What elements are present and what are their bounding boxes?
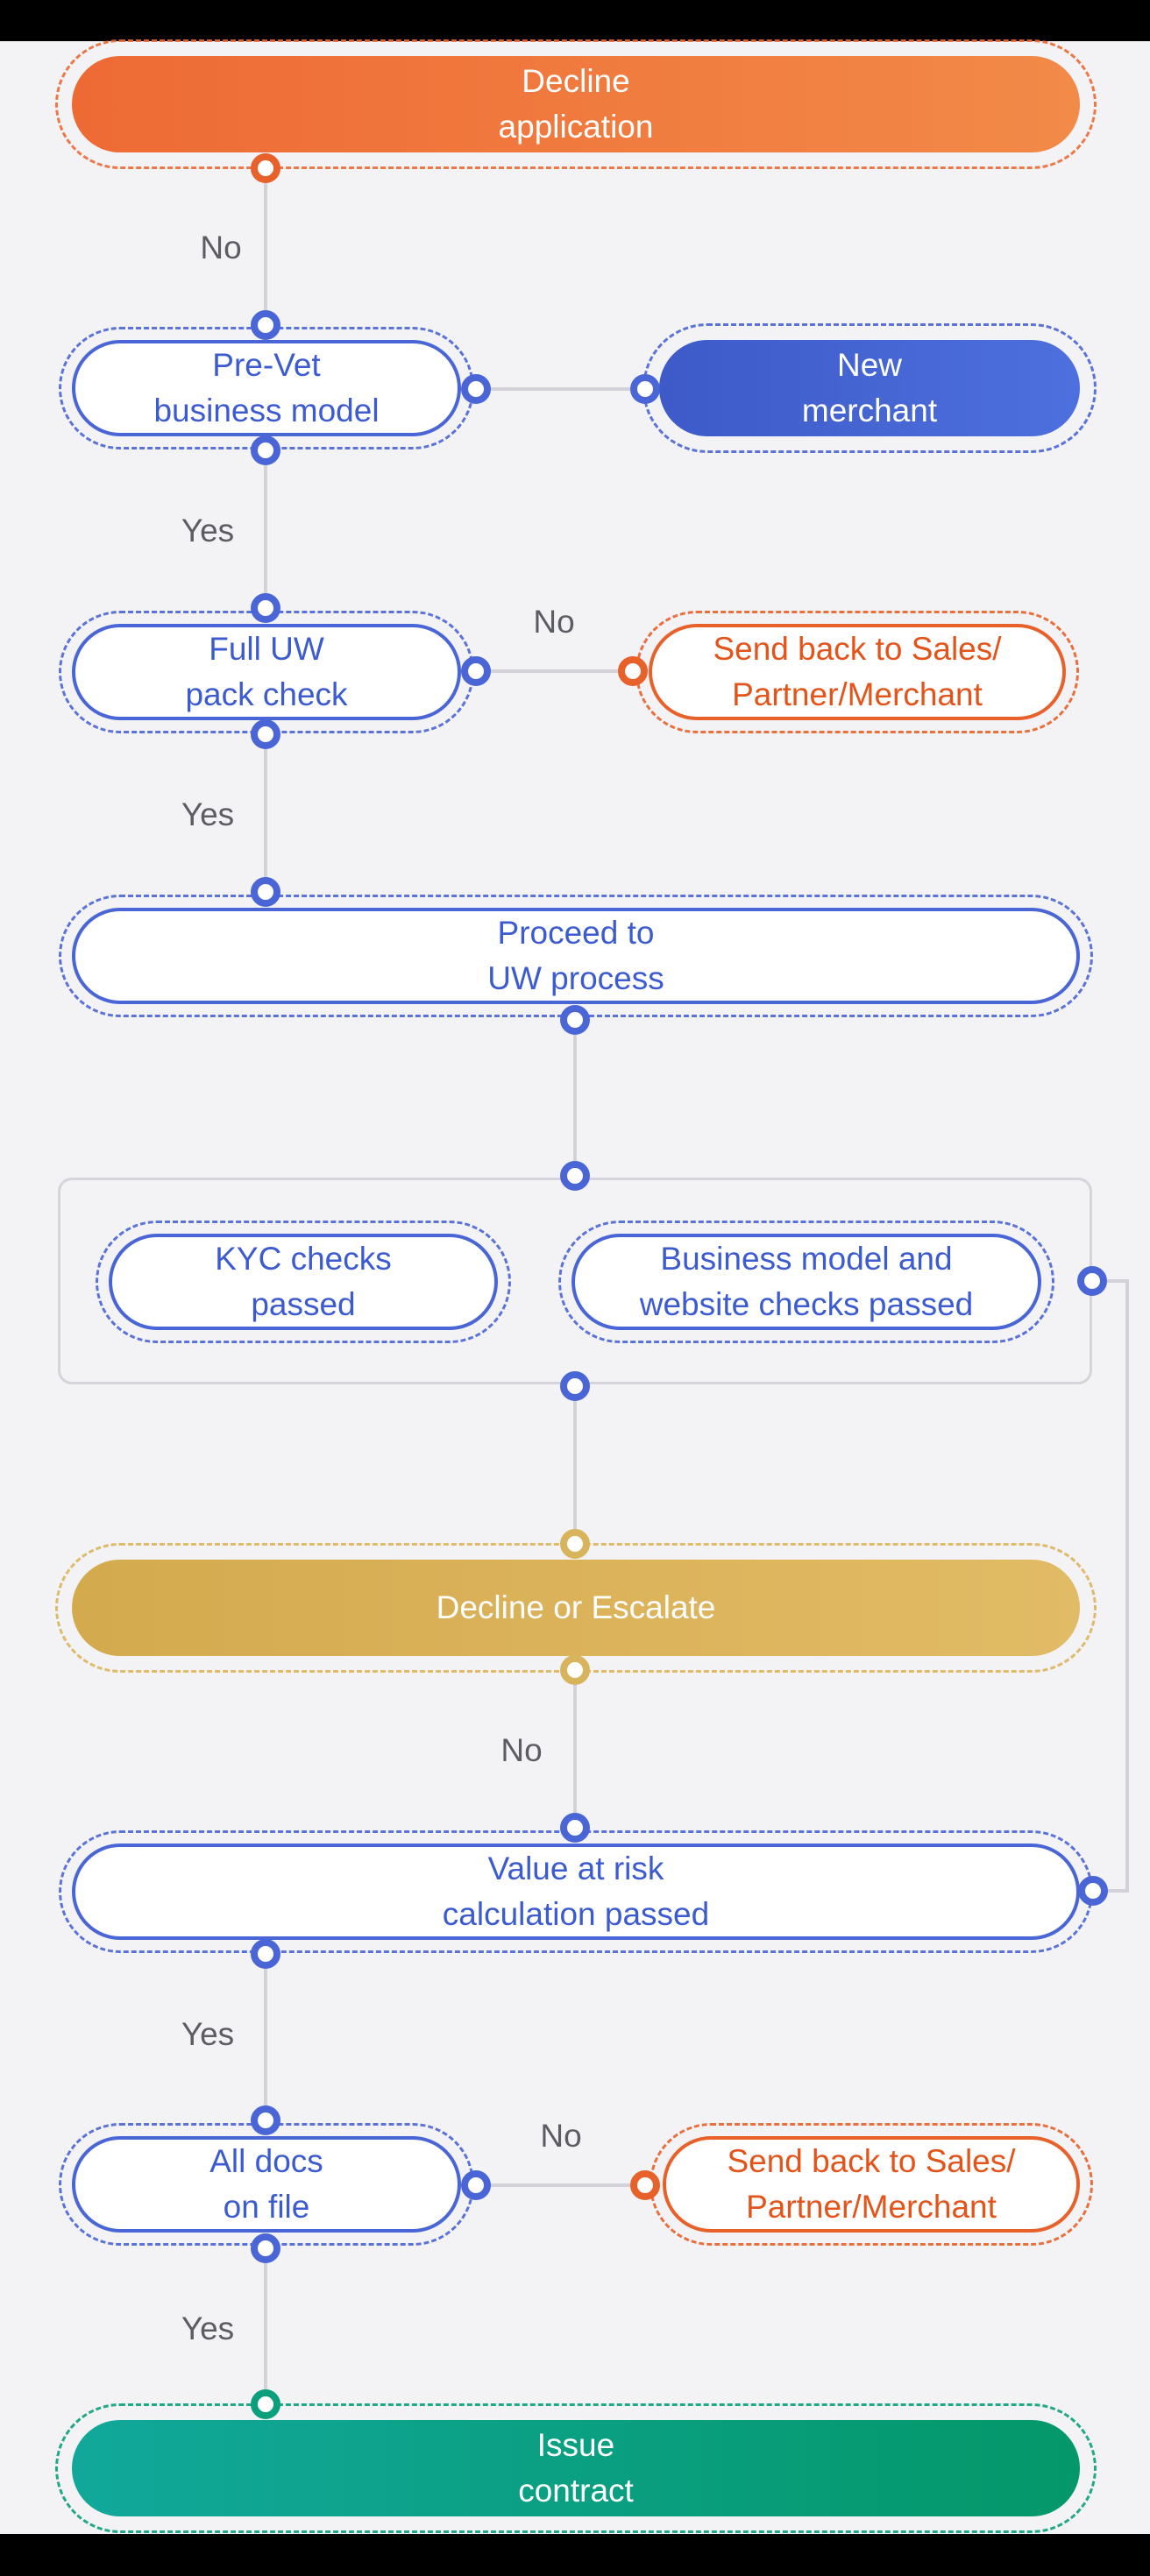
edge-label-no: No [533, 604, 575, 640]
edge-label-yes: Yes [181, 796, 235, 832]
port-alldocs-bottom[interactable] [251, 2233, 280, 2263]
full-uw-check-node[interactable]: Full UW pack check [59, 611, 474, 733]
all-docs-node[interactable]: All docs on file [59, 2123, 474, 2246]
proceed-uw-node[interactable]: Proceed to UW process [59, 895, 1093, 1017]
port-proceed-top[interactable] [251, 877, 280, 907]
port-issue-top[interactable] [251, 2389, 280, 2419]
port-decline-bottom[interactable] [251, 153, 280, 183]
port-escalate-bottom[interactable] [560, 1655, 590, 1685]
port-group-bottom[interactable] [560, 1371, 590, 1401]
decline-or-escalate-node[interactable]: Decline or Escalate [55, 1543, 1097, 1673]
port-prevet-right[interactable] [461, 374, 491, 404]
edge-label-no: No [200, 230, 242, 265]
port-proceed-bottom[interactable] [560, 1005, 590, 1035]
top-black-band [0, 0, 1150, 41]
port-prevet-bottom[interactable] [251, 435, 280, 465]
issue-contract-node[interactable]: Issue contract [55, 2403, 1097, 2533]
port-group-top[interactable] [560, 1161, 590, 1191]
kyc-checks-node[interactable]: KYC checks passed [96, 1221, 511, 1343]
port-fulluw-right[interactable] [461, 656, 491, 686]
edge-label-yes: Yes [181, 2311, 235, 2346]
port-alldocs-top[interactable] [251, 2105, 280, 2135]
port-sendback2-left[interactable] [630, 2170, 660, 2200]
send-back-node-2[interactable]: Send back to Sales/ Partner/Merchant [650, 2123, 1093, 2246]
port-newmerchant-left[interactable] [630, 374, 660, 404]
edge-label-no: No [500, 1732, 543, 1768]
port-var-right[interactable] [1078, 1876, 1108, 1906]
port-var-bottom[interactable] [251, 1939, 280, 1969]
port-escalate-top[interactable] [560, 1529, 590, 1559]
edge-label-yes: Yes [181, 513, 235, 548]
port-prevet-top[interactable] [251, 310, 280, 340]
port-group-right[interactable] [1077, 1266, 1107, 1296]
port-var-top[interactable] [560, 1813, 590, 1843]
port-sendback1-left[interactable] [618, 656, 648, 686]
edge-label-no: No [540, 2118, 582, 2154]
port-fulluw-top[interactable] [251, 593, 280, 623]
new-merchant-node[interactable]: New merchant [642, 323, 1097, 453]
business-website-checks-node[interactable]: Business model and website checks passed [558, 1221, 1054, 1343]
edge-label-yes: Yes [181, 2016, 235, 2052]
pre-vet-node[interactable]: Pre-Vet business model [59, 327, 474, 449]
value-at-risk-node[interactable]: Value at risk calculation passed [59, 1830, 1093, 1953]
port-alldocs-right[interactable] [461, 2170, 491, 2200]
port-fulluw-bottom[interactable] [251, 719, 280, 749]
edge-group-var-side [1107, 1279, 1129, 1893]
bottom-black-band [0, 2534, 1150, 2576]
decline-application-node[interactable]: Decline application [55, 39, 1097, 169]
send-back-node-1[interactable]: Send back to Sales/ Partner/Merchant [635, 611, 1079, 733]
